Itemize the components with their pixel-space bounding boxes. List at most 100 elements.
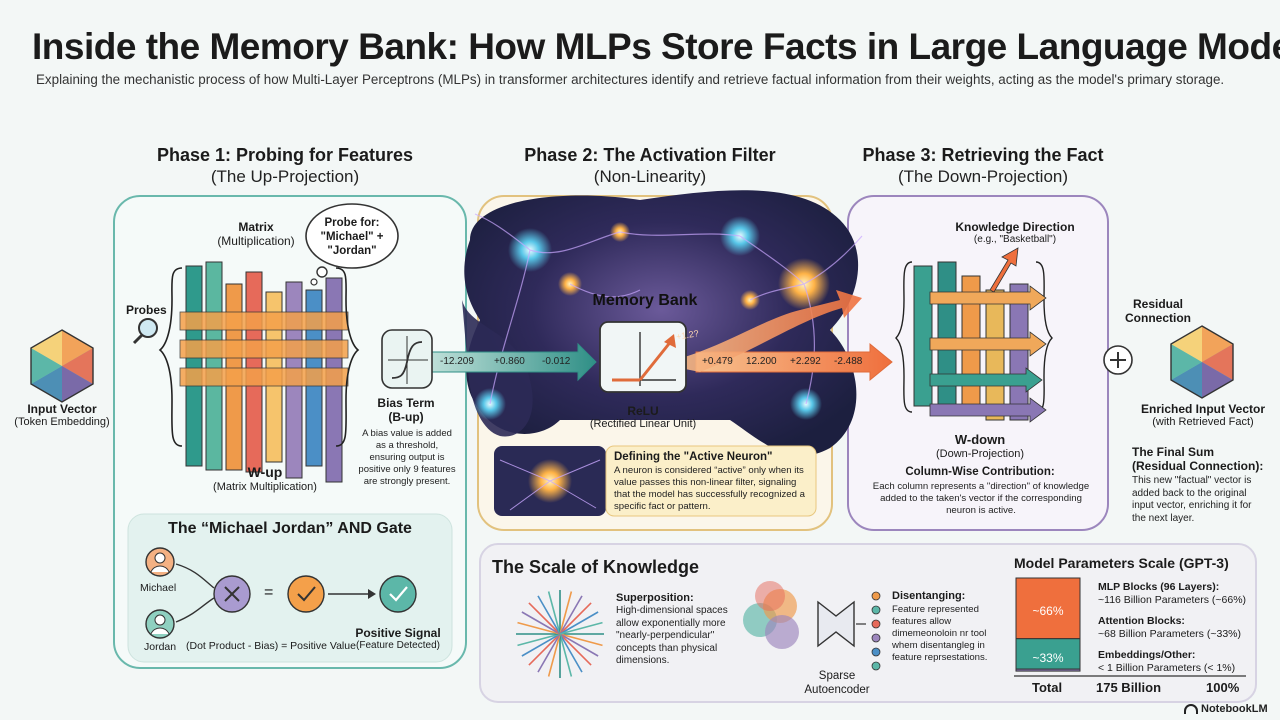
wup-label: W-up (Matrix Multiplication) <box>180 464 350 494</box>
residual-label: Residual Connection <box>1112 297 1204 326</box>
sae-label: Sparse Autoencoder <box>798 670 876 698</box>
matrix-sub: (Multiplication) <box>217 234 295 249</box>
phase3-heading: Phase 3: Retrieving the Fact <box>862 145 1104 165</box>
sae-venn <box>743 581 881 671</box>
param-seg-attn <box>1015 638 1081 670</box>
probe-bubble <box>305 203 399 269</box>
gate-equals: = <box>264 584 274 601</box>
bias-sub: (B-up) <box>388 410 424 425</box>
param-attn: Attention Blocks: ~68 Billion Parameters… <box>1098 615 1248 640</box>
superposition-ray <box>559 633 592 666</box>
wdown-brace-right <box>1035 261 1053 413</box>
matrix-brace-right <box>335 267 360 447</box>
total-label: Total <box>1032 680 1063 695</box>
column-desc: Each column represents a "direction" of … <box>872 481 1090 516</box>
value-in-0: -12.209 <box>440 356 474 367</box>
superposition-ray <box>559 591 573 635</box>
gate-positive-title: Positive Signal <box>355 626 441 640</box>
gate-jordan-label: Jordan <box>144 641 177 653</box>
gate-diagram <box>145 547 417 639</box>
value-in-1: +0.860 <box>494 356 525 367</box>
superposition-ray <box>521 633 561 657</box>
output-arrow-orange <box>695 342 893 382</box>
superposition-starburst <box>516 590 604 678</box>
superposition-ray <box>517 621 561 635</box>
phase2-heading: Phase 2: The Activation Filter <box>524 145 776 165</box>
superposition-ray <box>559 633 573 677</box>
superposition-ray <box>559 633 583 673</box>
gate-michael-label: Michael <box>140 582 177 594</box>
page-title: Inside the Memory Bank: How MLPs Store F… <box>32 26 1280 67</box>
bias-title: Bias Term <box>377 396 435 410</box>
gate-formula: (Dot Product - Bias) = Positive Value <box>186 640 356 652</box>
knowledge-sub: (e.g., "Basketball") <box>973 234 1057 246</box>
phase1-heading: Phase 1: Probing for Features <box>156 145 414 165</box>
input-vector-label: Input Vector (Token Embedding) <box>6 402 118 430</box>
param-attn-value: ~68 Billion Parameters (~33%) <box>1098 627 1241 640</box>
notebooklm-icon <box>1184 704 1198 715</box>
brand-label: NotebookLM <box>1184 703 1268 715</box>
param-seg1-pct: ~66% <box>1032 604 1064 618</box>
param-mlp-value: ~116 Billion Parameters (~66%) <box>1098 593 1247 606</box>
bias-description: A bias value is added as a threshold, en… <box>358 428 456 487</box>
relu-label: ReLU (Rectified Linear Unit) <box>568 404 718 432</box>
superposition-ray <box>528 633 561 666</box>
knowledge-title: Knowledge Direction <box>955 220 1075 234</box>
enriched-label: Enriched Input Vector (with Retrieved Fa… <box>1132 402 1274 430</box>
param-seg2-pct: ~33% <box>1032 651 1064 665</box>
param-attn-title: Attention Blocks: <box>1098 615 1185 627</box>
param-emb-title: Embeddings/Other: <box>1098 649 1196 661</box>
scale-title: The Scale of Knowledge <box>492 557 700 577</box>
neuron-dendrites <box>474 213 863 405</box>
sae-title: Sparse <box>818 670 856 682</box>
active-neuron-title: Defining the "Active Neuron" <box>614 451 773 463</box>
page-subtitle: Explaining the mechanistic process of ho… <box>36 72 1225 87</box>
superposition-ray <box>559 633 599 657</box>
param-seg-mlp <box>1015 577 1081 640</box>
superposition-ray <box>559 621 603 635</box>
param-mlp-title: MLP Blocks (96 Layers): <box>1098 581 1220 593</box>
enriched-sub: (with Retrieved Fact) <box>1152 416 1254 429</box>
active-neuron-card <box>605 445 817 517</box>
final-sum-title2: (Residual Connection): <box>1132 459 1264 474</box>
magnifier-icon <box>132 318 158 345</box>
input-arrow-teal <box>411 342 597 382</box>
wup-matrix <box>179 261 349 483</box>
superposition-desc: High-dimensional spaces allow exponentia… <box>616 605 728 666</box>
params-title: Model Parameters Scale (GPT-3) <box>1014 555 1229 571</box>
superposition-ray <box>559 633 603 647</box>
wup-sub: (Matrix Multiplication) <box>213 480 317 493</box>
param-bar <box>1015 577 1081 672</box>
bias-label: Bias Term (B-up) <box>356 396 456 425</box>
knowledge-direction-label: Knowledge Direction (e.g., "Basketball") <box>940 220 1090 246</box>
wdown-arrows <box>929 247 1047 423</box>
input-vector-icon <box>30 329 94 403</box>
relu-title: ReLU <box>627 404 659 418</box>
superposition-ray <box>528 602 561 635</box>
sae-title2: Autoencoder <box>804 683 870 696</box>
superposition-ray <box>517 633 561 647</box>
final-sum-title: The Final Sum (Residual Connection): <box>1132 445 1274 474</box>
wdown-sub: (Down-Projection) <box>935 447 1025 460</box>
enriched-vector-icon <box>1170 325 1234 399</box>
probes-label: Probes <box>126 303 167 317</box>
relu-sub: (Rectified Linear Unit) <box>589 418 697 431</box>
matrix-label: Matrix (Multiplication) <box>196 220 316 249</box>
wdown-label: W-down (Down-Projection) <box>920 432 1040 461</box>
value-out-0: +0.479 <box>702 356 733 367</box>
brand-text: NotebookLM <box>1201 703 1268 715</box>
param-mlp: MLP Blocks (96 Layers): ~116 Billion Par… <box>1098 581 1248 606</box>
residual-title2: Connection <box>1125 311 1191 326</box>
phase2-subheading: (Non-Linearity) <box>593 167 707 186</box>
value-out-3: -2.488 <box>834 356 863 367</box>
value-out-2: +2.292 <box>790 356 821 367</box>
memory-bank-label: Memory Bank <box>592 292 698 309</box>
param-emb: Embeddings/Other: < 1 Billion Parameters… <box>1098 649 1248 674</box>
superposition-ray <box>537 633 561 673</box>
disentangling-desc: Feature represented features allow dimem… <box>892 604 988 663</box>
column-title: Column-Wise Contribution: <box>905 466 1055 478</box>
superposition-ray <box>537 595 561 635</box>
knowledge-arrow-orange <box>660 290 862 372</box>
value-in-2: -0.012 <box>542 356 571 367</box>
input-vector-title: Input Vector <box>27 402 97 416</box>
